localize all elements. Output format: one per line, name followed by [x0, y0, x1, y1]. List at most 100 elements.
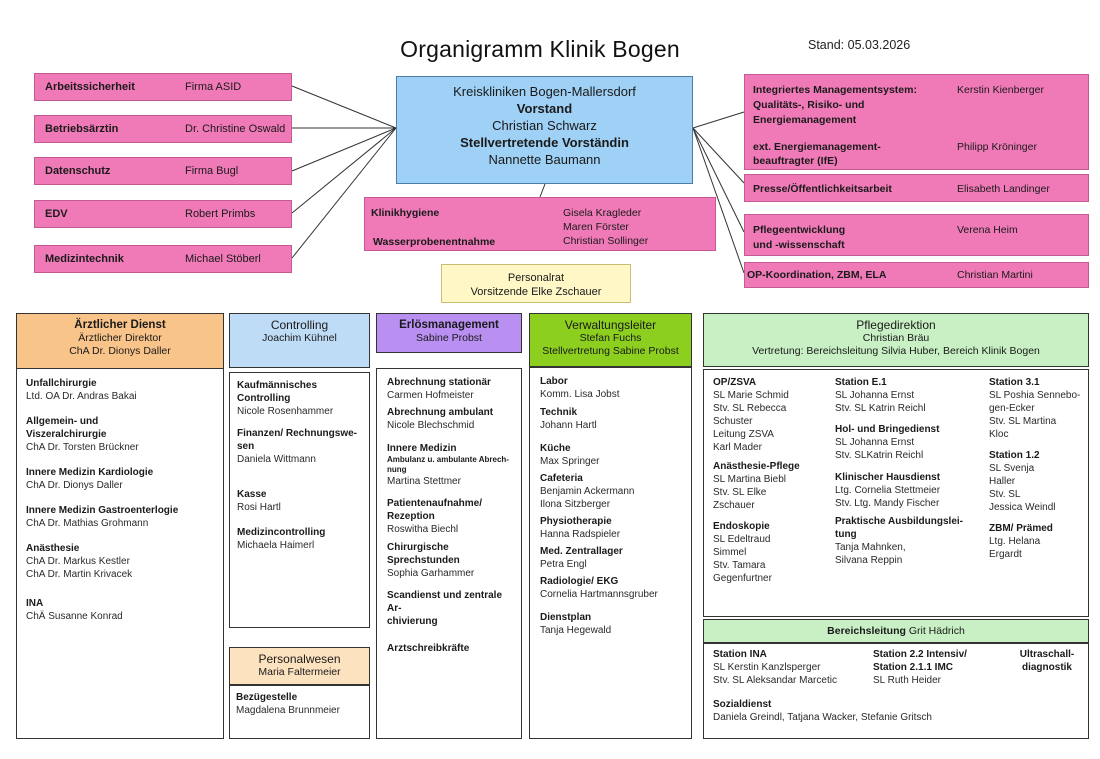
section-heading: Abrechnung stationär	[387, 377, 491, 388]
person-name: Gisela Kragleder	[563, 207, 642, 219]
section-person: SL Ruth Heider	[873, 675, 941, 686]
section-heading: Hol- und Bringedienst	[835, 424, 940, 435]
section-heading: Ultraschall-	[1019, 649, 1075, 660]
section-heading: Arztschreibkräfte	[387, 643, 470, 654]
pflege-title: Pflegedirektion	[856, 318, 936, 332]
section-scandienst: Scandienst und zentrale Ar- chivierung	[387, 589, 511, 628]
erloes-name: Sabine Probst	[416, 332, 482, 344]
op-label: OP-Koordination, ZBM, ELA	[747, 269, 887, 281]
section-person: SL Edeltraud	[713, 534, 771, 545]
pflege-label1: Pflegeentwicklung	[753, 224, 846, 236]
section-person: SL Martina Biebl	[713, 474, 786, 485]
personalrat-title: Personalrat	[507, 272, 565, 284]
section-dienstplan: Dienstplan Tanja Hegewald	[540, 611, 681, 637]
section-person: Benjamin Ackermann	[540, 486, 635, 497]
energie-label2: beauftragter (IfE)	[753, 155, 838, 167]
section-heading: Innere Medizin Kardiologie	[26, 467, 154, 478]
energie-name: Philipp Kröninger	[957, 141, 1037, 153]
section-kasse: Kasse Rosi Hartl	[237, 488, 362, 514]
section-person: Sophia Garhammer	[387, 568, 475, 579]
section-technik: Technik Johann Hartl	[540, 406, 681, 432]
section-person: Tanja Hegewald	[540, 625, 612, 636]
stand-date: Stand: 05.03.2026	[808, 38, 911, 52]
section-heading: Patientenaufnahme/	[387, 498, 483, 509]
klinikhygiene-box: Klinikhygiene Wasserprobenentnahme Gisel…	[364, 197, 716, 251]
section-person: Komm. Lisa Jobst	[540, 389, 620, 400]
section-person: gen-Ecker	[989, 403, 1035, 414]
section-person: Schuster	[713, 416, 753, 427]
box-op-koordination: OP-Koordination, ZBM, ELA Christian Mart…	[744, 262, 1089, 288]
verwaltung-header: Verwaltungsleiter Stefan Fuchs Stellvert…	[529, 313, 692, 367]
section-labor: Labor Komm. Lisa Jobst	[540, 375, 681, 401]
section-person: SL Svenja	[989, 463, 1035, 474]
section-heading: Sprechstunden	[387, 555, 460, 566]
column-aerztlicher-dienst: Ärztlicher Dienst Ärztlicher Direktor Ch…	[16, 313, 224, 739]
personalwesen-header: Personalwesen Maria Faltermeier	[229, 647, 370, 685]
section-heading: Chirurgische	[387, 542, 449, 553]
section-heading: Scandienst und zentrale Ar-	[387, 590, 503, 614]
section-person: Haller	[989, 476, 1016, 487]
section-cafeteria: Cafeteria Benjamin Ackermann Ilona Sitzb…	[540, 472, 681, 511]
ims-name: Kerstin Kienberger	[957, 84, 1044, 96]
presse-name: Elisabeth Landinger	[957, 183, 1050, 195]
section-heading: Station 3.1	[989, 377, 1040, 388]
erloes-header: Erlösmanagement Sabine Probst	[376, 313, 522, 353]
bereich-label: Bereichsleitung	[827, 625, 906, 637]
bereichsleitung-body: Station INA SL Kerstin Kanzlsperger Stv.…	[703, 643, 1089, 739]
section-person: Nicole Rosenhammer	[237, 406, 334, 417]
section-heading: Kasse	[237, 489, 267, 500]
pflege-sub: Vertretung: Bereichsleitung Silvia Huber…	[752, 345, 1040, 357]
pflege-header: Pflegedirektion Christian Bräu Vertretun…	[703, 313, 1089, 367]
box-pflegeentwicklung: Pflegeentwicklung Verena Heim und -wisse…	[744, 214, 1089, 256]
section-heading: Station INA	[713, 649, 767, 660]
box-label: Medizintechnik	[45, 253, 124, 265]
section-person: Nicole Blechschmid	[387, 420, 475, 431]
section-heading: Medizincontrolling	[237, 527, 326, 538]
section-person: Silvana Reppin	[835, 555, 903, 566]
section-heading: Med. Zentrallager	[540, 546, 623, 557]
section-heading: Physiotherapie	[540, 516, 612, 527]
section-person: ChA Dr. Dionys Daller	[26, 480, 123, 491]
box-label: Arbeitssicherheit	[45, 81, 135, 93]
section-person: Stv. SL	[989, 489, 1021, 500]
section-heading: Kaufmännisches	[237, 380, 318, 391]
section-person: Gegenfurtner	[713, 573, 772, 584]
box-medizintechnik: Medizintechnik Michael Stöberl	[34, 245, 292, 273]
section-person: Stv. SL Aleksandar Marcetic	[713, 675, 837, 686]
box-edv: EDV Robert Primbs	[34, 200, 292, 228]
section-heading: Controlling	[237, 393, 291, 404]
stellv-name: Nannette Baumann	[488, 152, 601, 167]
section-finanzen: Finanzen/ Rechnungswe- sen Daniela Wittm…	[237, 427, 362, 466]
section-heading: Endoskopie	[713, 521, 770, 532]
aerztlich-sub1: Ärztlicher Direktor	[78, 332, 162, 344]
section-person: Zschauer	[713, 500, 755, 511]
section-person: Martina Stettmer	[387, 476, 461, 487]
section-person: SL Johanna Ernst	[835, 390, 915, 401]
section-heading: Sozialdienst	[713, 699, 772, 710]
section-heading: Küche	[540, 443, 571, 454]
section-heading: Radiologie/ EKG	[540, 576, 619, 587]
ims-label: Integriertes Managementsystem:	[753, 84, 917, 96]
aerztlich-body: Unfallchirurgie Ltd. OA Dr. Andras Bakai…	[26, 377, 221, 623]
section-abr-ambulant: Abrechnung ambulant Nicole Blechschmid	[387, 406, 511, 432]
section-heading: Anästhesie	[26, 543, 80, 554]
section-station-ina: Station INA SL Kerstin Kanzlsperger Stv.…	[713, 648, 863, 687]
pflege-body: OP/ZSVA SL Marie Schmid Stv. SL Rebecca …	[703, 369, 1089, 617]
section-heading: Allgemein- und	[26, 416, 99, 427]
section-person: Stv. SL Elke	[713, 487, 767, 498]
section-person: Daniela Wittmann	[237, 454, 316, 465]
pflege-col2: Station E.1 SL Johanna Ernst Stv. SL Kat…	[835, 376, 975, 567]
section-person: Carmen Hofmeister	[387, 390, 474, 401]
pflege-label2: und -wissenschaft	[753, 239, 845, 251]
aerztlich-title: Ärztlicher Dienst	[74, 319, 166, 331]
section-subheading: Ambulanz u. ambulante Abrech-	[387, 455, 509, 464]
section-person: Hanna Radspieler	[540, 529, 621, 540]
verwaltung-body: Labor Komm. Lisa Jobst Technik Johann Ha…	[529, 367, 692, 739]
energie-label1: ext. Energiemanagement-	[753, 141, 881, 153]
section-person: Stv. SL Katrin Reichl	[835, 403, 926, 414]
box-presse: Presse/Öffentlichkeitsarbeit Elisabeth L…	[744, 174, 1089, 202]
person-name: Maren Förster	[563, 221, 629, 233]
box-datenschutz: Datenschutz Firma Bugl	[34, 157, 292, 185]
verwaltung-sub: Stellvertretung Sabine Probst	[542, 345, 679, 357]
aerztlich-sub2: ChA Dr. Dionys Daller	[69, 345, 171, 357]
